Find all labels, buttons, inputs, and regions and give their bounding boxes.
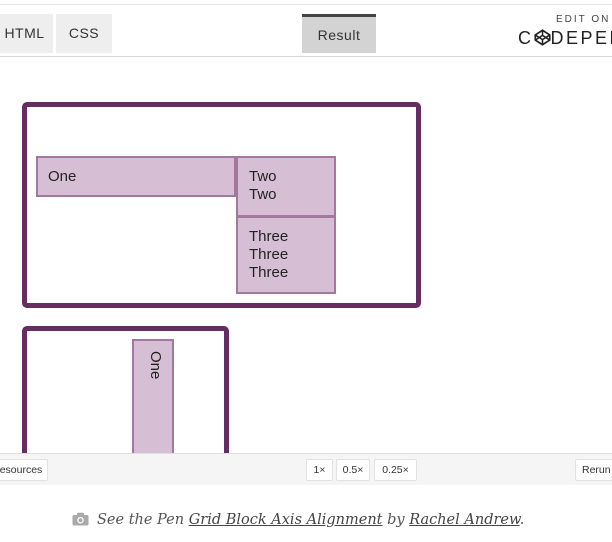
codepen-cube-icon — [533, 29, 551, 46]
grid-container-2: One — [22, 326, 229, 453]
grid-item-two-line: Two — [249, 186, 277, 203]
tab-result[interactable]: Result — [302, 14, 376, 53]
embed-header: HTML CSS Result EDIT ON C DEPEN — [0, 5, 612, 57]
grid-container-1: One Two Two Three Three Three — [22, 102, 421, 308]
edit-on-label[interactable]: EDIT ON — [556, 14, 611, 25]
codepen-logo-left: C — [518, 28, 534, 48]
grid-item-three: Three Three Three — [236, 216, 336, 294]
codepen-logo[interactable]: C DEPEN — [518, 28, 612, 49]
rerun-button[interactable]: Rerun — [575, 459, 612, 481]
grid-item-two: Two Two — [236, 156, 336, 217]
pen-caption: See the Pen Grid Block Axis Alignment by… — [72, 512, 524, 528]
grid-item-vertical-label: One — [147, 351, 164, 380]
caption-by: by — [382, 512, 410, 528]
grid-item-three-line: Three — [249, 228, 289, 245]
zoom-1x-button[interactable]: 1× — [306, 459, 333, 481]
grid-item-one: One — [36, 156, 236, 197]
caption-prefix: See the Pen — [97, 512, 189, 528]
resources-button[interactable]: esources — [0, 459, 48, 481]
embed-footer: esources 1× 0.5× 0.25× Rerun — [0, 453, 612, 485]
grid-item-two-line: Two — [249, 168, 277, 185]
caption-suffix: . — [519, 512, 525, 528]
grid-item-three-line: Three — [249, 264, 289, 281]
tab-css[interactable]: CSS — [56, 14, 112, 53]
pen-title-link[interactable]: Grid Block Axis Alignment — [188, 512, 383, 528]
codepen-logo-right: DEPEN — [550, 28, 612, 48]
zoom-quarter-button[interactable]: 0.25× — [374, 459, 417, 481]
grid-item-three-line: Three — [249, 246, 289, 263]
camera-icon — [72, 512, 89, 526]
author-link[interactable]: Rachel Andrew — [409, 512, 520, 528]
codepen-embed: HTML CSS Result EDIT ON C DEPEN One Two T… — [0, 4, 612, 485]
grid-item-one-label: One — [48, 168, 77, 185]
result-pane: One Two Two Three Three Three One — [0, 58, 612, 453]
zoom-half-button[interactable]: 0.5× — [336, 459, 370, 481]
grid-item-vertical-one: One — [132, 339, 174, 453]
tab-html[interactable]: HTML — [0, 14, 53, 53]
